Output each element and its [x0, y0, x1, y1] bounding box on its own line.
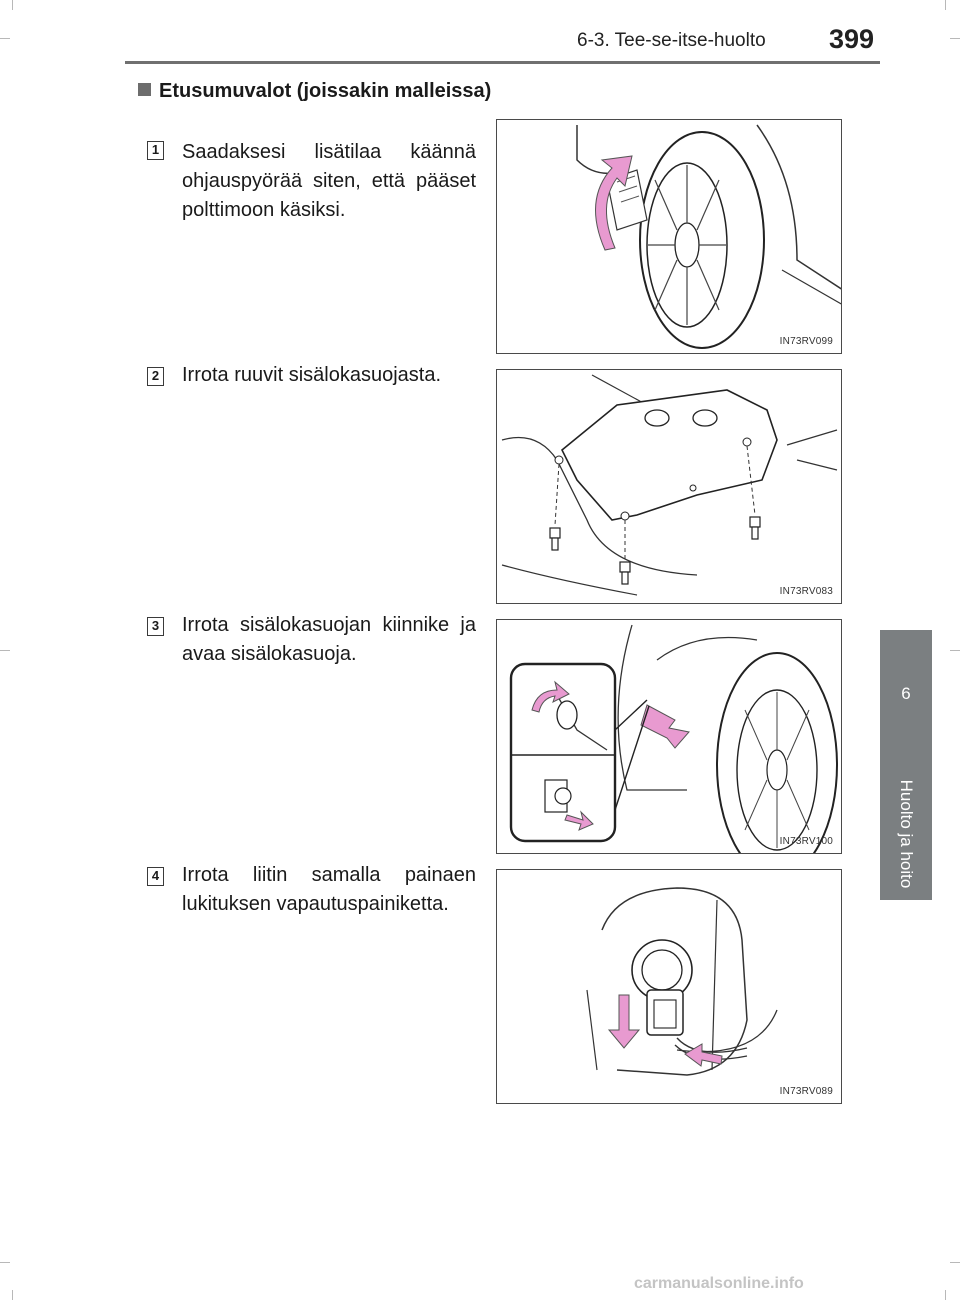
step-instruction: Irrota liitin samalla painaen lukituksen… [182, 864, 476, 915]
step-instruction: Irrota ruuvit sisälokasuojasta. [182, 364, 442, 386]
chapter-title: Huolto ja hoito [897, 779, 916, 889]
crop-mark [950, 1262, 960, 1263]
section-heading: Etusumuvalot (joissakin malleissa) [138, 80, 491, 103]
figure-turn-steering-wheel: IN73RV099 [496, 119, 842, 354]
crop-mark [0, 650, 10, 651]
figure-code: IN73RV100 [779, 836, 833, 847]
figure-code: IN73RV083 [779, 586, 833, 597]
watermark: carmanualsonline.info [634, 1275, 804, 1292]
running-header-section: 6-3. Tee-se-itse-huolto [577, 30, 766, 51]
step-instruction: Saadaksesi lisätilaa käännä ohjauspyörää… [182, 141, 476, 221]
crop-mark [950, 38, 960, 39]
fender-liner-screws-illustration [501, 374, 838, 596]
figure-remove-screws: IN73RV083 [496, 369, 842, 604]
section-heading-text: Etusumuvalot (joissakin malleissa) [159, 80, 492, 102]
step-instruction: Irrota sisälokasuojan kiin­nike ja avaa … [182, 614, 476, 665]
crop-mark [945, 1290, 946, 1300]
fender-clip-illustration [509, 624, 838, 853]
square-bullet-icon [138, 83, 151, 96]
crop-mark [0, 38, 10, 39]
page-number: 399 [829, 24, 875, 54]
crop-mark [0, 1262, 10, 1263]
figure-disconnect-connector: IN73RV089 [496, 869, 842, 1104]
crop-mark [12, 1290, 13, 1300]
crop-mark [12, 0, 13, 10]
chapter-number: 6 [901, 684, 911, 703]
step-number-badge: 4 [147, 867, 164, 886]
step-number-badge: 1 [147, 141, 164, 160]
fog-lamp-connector-illustration [586, 887, 778, 1076]
figure-code: IN73RV089 [779, 1086, 833, 1097]
figure-code: IN73RV099 [779, 336, 833, 347]
step-number-badge: 3 [147, 617, 164, 636]
wheel-illustration [576, 124, 841, 349]
step-number-badge: 2 [147, 367, 164, 386]
chapter-tab: 6 Huolto ja hoito [880, 630, 932, 900]
header-rule [125, 61, 880, 64]
figure-open-fender-liner: IN73RV100 [496, 619, 842, 854]
crop-mark [950, 650, 960, 651]
crop-mark [945, 0, 946, 10]
